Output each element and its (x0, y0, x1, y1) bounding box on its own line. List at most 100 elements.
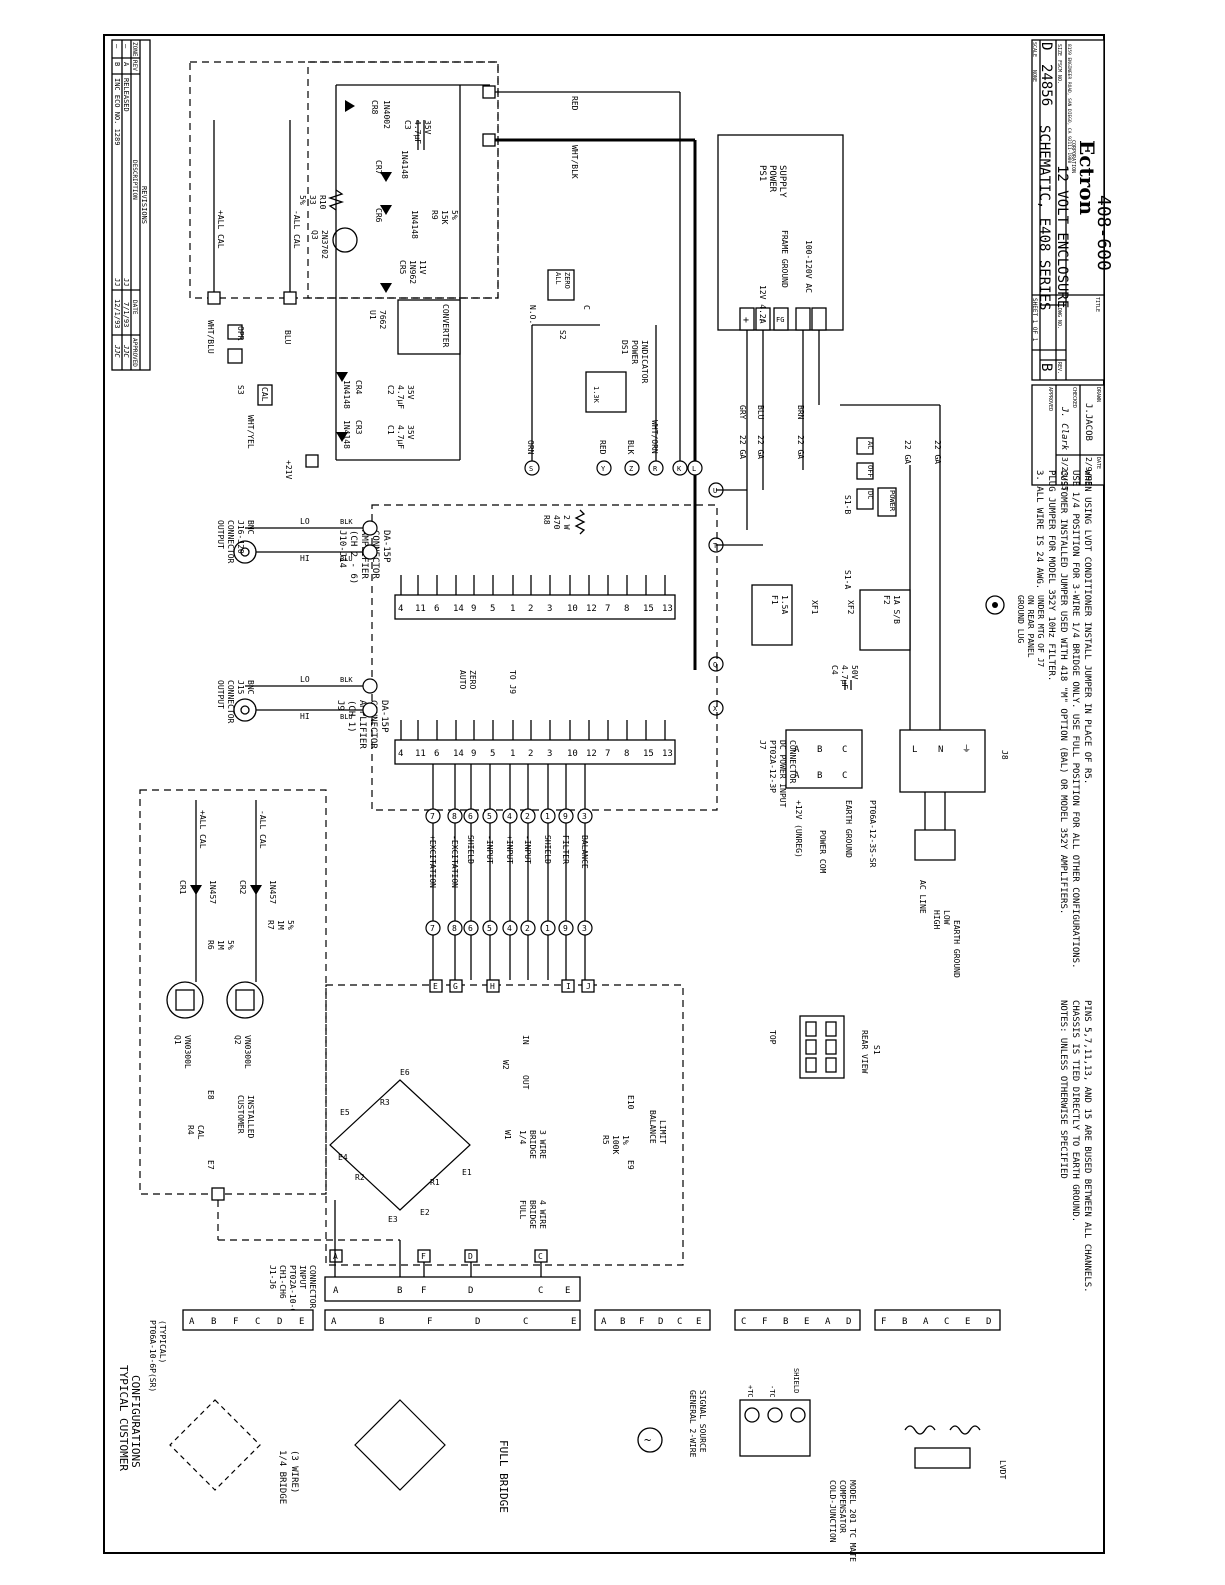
config-pin: E (696, 1317, 701, 1327)
svg-text:A: A (794, 771, 800, 781)
cr4-diode (336, 372, 348, 382)
config-pin: F (639, 1317, 644, 1327)
signal-label-group: -INPUT (485, 835, 494, 864)
j16-lo: LO (300, 517, 310, 526)
w2-out: OUT (521, 1075, 530, 1090)
notes-bottom: PINS 5,7,11,13, AND 15 ARE BUSED BETWEEN… (1058, 1000, 1092, 1293)
c3-value: 4.7μF (413, 120, 422, 144)
config-pin: B (620, 1317, 625, 1327)
signal-terminal-num: 4 (507, 924, 512, 933)
j10-da15p: DA-15P (381, 530, 391, 563)
approved-label: APPROVED (1047, 387, 1053, 411)
j10-pin: 10 (567, 604, 578, 614)
cr8-label: CR8 (370, 100, 379, 115)
signal-terminal-num: 7 (430, 812, 435, 821)
input-pin: E (565, 1286, 570, 1296)
c2-label: C2 (386, 385, 395, 395)
cr8-diode (345, 100, 355, 112)
s1-rear-view (799, 1015, 845, 1079)
ac-line: AC LINE (918, 880, 927, 914)
j9-pin: 4 (398, 749, 403, 759)
j9-pin: 8 (624, 749, 629, 759)
rev-b-by: JJ (113, 278, 121, 286)
title-line1: SCHEMATIC, E408 SERIES (1036, 125, 1052, 310)
j8-connector (899, 729, 986, 793)
drawn-date: 2/9/95 (1084, 457, 1093, 486)
signal-label-group: SHIELD (466, 835, 475, 864)
j10-pin: 15 (643, 604, 654, 614)
s2-no: N.O. (528, 305, 537, 324)
config-quarter-connector (182, 1309, 314, 1331)
input-pin: D (468, 1286, 473, 1296)
r9-label: R9 (430, 210, 439, 220)
blk-wire-2: BLK (626, 440, 635, 455)
ps1-label: PS1 (757, 165, 767, 181)
config-heading-1: TYPICAL CUSTOMER (117, 1365, 130, 1471)
ac-low: LOW (942, 910, 951, 925)
svg-text:H: H (490, 982, 495, 991)
c3-voltage: 35V (423, 120, 432, 135)
q3-part: 2N3702 (320, 230, 329, 259)
signal-terminal-num: 3 (582, 924, 587, 933)
signal-terminal-num: 5 (487, 812, 492, 821)
quarter-bridge-1: 1/4 (518, 1130, 527, 1145)
c1-value: 4.7μF (396, 425, 405, 449)
q3-label: Q3 (310, 230, 319, 240)
j10-pin: 6 (434, 604, 439, 614)
svg-text:B: B (817, 745, 822, 755)
gry-gauge: 22 GA (738, 435, 747, 459)
orn-wire: ORN (526, 440, 535, 455)
dwg-number: 408-600 (1093, 195, 1114, 271)
c4-value: 4.7μF (840, 665, 849, 689)
c4-label: C4 (830, 665, 839, 675)
term-w-j16 (362, 520, 378, 536)
j9-pin: 15 (643, 749, 654, 759)
j16-hi: HI (300, 554, 310, 563)
config-pin: F (233, 1317, 238, 1327)
rev-col-date: DATE (131, 300, 138, 315)
r5-value: 100K (611, 1135, 620, 1154)
signal-label: -INPUT (485, 835, 494, 864)
config-pin: F (881, 1317, 886, 1327)
r6-tol: 5% (226, 940, 235, 950)
svg-text:T: T (713, 542, 718, 550)
svg-text:L: L (912, 745, 917, 755)
j10-connector (394, 594, 676, 620)
blu-gauge: 22 GA (756, 435, 765, 459)
note-6: USE 1/4 POSITION FOR 3-WIRE 1/4 BRIDGE O… (1070, 470, 1080, 969)
j16-blu: BLU (340, 555, 353, 563)
all-cal-plus-top: +ALL CAL (216, 210, 225, 249)
wht-blk-wire-label: WHT/BLK (570, 145, 579, 179)
cr7-label: CR7 (374, 160, 383, 175)
svg-text:+: + (743, 315, 749, 326)
j10-pin: 9 (471, 604, 476, 614)
quarter-bridge-3: 3 WIRE (538, 1130, 547, 1159)
ac-eg: EARTH GROUND (952, 920, 961, 978)
rev-b-rev: B (113, 62, 121, 66)
f1-fuse (751, 584, 793, 646)
signal-terminal-num: 5 (487, 924, 492, 933)
svg-text:FG: FG (776, 316, 784, 324)
cr1-part: 1N457 (208, 880, 217, 904)
u1-converter (397, 299, 461, 355)
s1-gauge1: 22 GA (903, 440, 912, 464)
cr3-label: CR3 (354, 420, 363, 435)
dwg-label: DWG NO. (1056, 308, 1062, 329)
j15-label: J15 (236, 680, 245, 695)
svg-text:X: X (713, 705, 718, 713)
u1-label-converter: CONVERTER (441, 304, 450, 348)
all-zero-2: ZERO (563, 272, 571, 289)
j16-bnc: BNC (246, 520, 255, 535)
signal-label: -INPUT (523, 835, 532, 864)
e5-label: E5 (340, 1108, 350, 1117)
r6-value: 1M (216, 940, 225, 950)
j9-pin: 5 (490, 749, 495, 759)
j15-output: OUTPUT (216, 680, 225, 709)
all-zero-box (547, 269, 575, 301)
j9-pin: 14 (453, 749, 464, 759)
svg-text:I: I (566, 982, 571, 991)
cjc-minus-tc: -TC (768, 1385, 776, 1398)
ps1-ac: 100-120V AC (804, 240, 813, 293)
q1-label: Q1 (173, 1035, 182, 1045)
